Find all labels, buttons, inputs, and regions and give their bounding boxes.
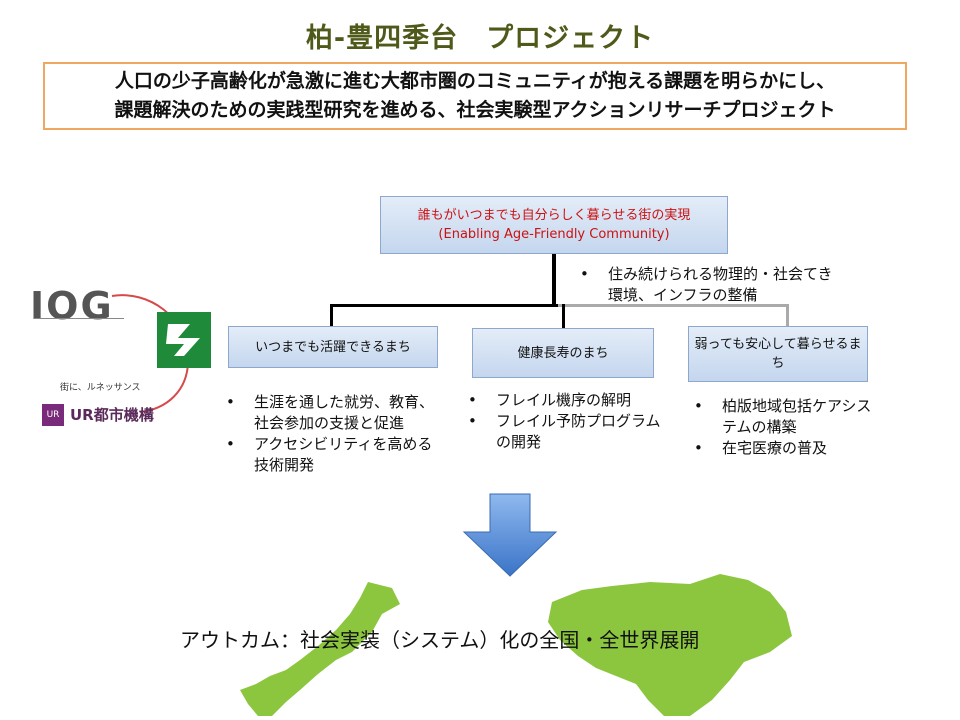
summary-line-2: 課題解決のための実践型研究を進める、社会実験型アクションリサーチプロジェクト	[114, 99, 836, 121]
kashiwa-mark-icon	[166, 324, 200, 356]
japan-map-shape	[240, 582, 400, 716]
connector-pillar-1	[330, 304, 333, 326]
pillar-3-items: 柏版地域包括ケアシステムの構築 在宅医療の普及	[688, 396, 878, 459]
pillar-box-healthy-longevity: 健康長寿のまち	[472, 328, 654, 378]
partner-caption: 街に、ルネッサンス	[60, 383, 141, 393]
summary-line-1: 人口の少子高齢化が急激に進む大都市圏のコミュニティが抱える課題を明らかにし、	[114, 70, 836, 92]
project-summary: 人口の少子高齢化が急激に進む大都市圏のコミュニティが抱える課題を明らかにし、 課…	[43, 62, 907, 130]
list-item: アクセシビリティを高める技術開発	[220, 434, 442, 476]
goal-text-en: (Enabling Age-Friendly Community)	[438, 227, 670, 242]
pillar-label: 弱っても安心して暮らせるまち	[694, 337, 862, 371]
list-item: 在宅医療の普及	[688, 438, 878, 459]
infrastructure-note-item: 住み続けられる物理的・社会てき環境、インフラの整備	[574, 264, 844, 306]
pillar-label: 健康長寿のまち	[517, 345, 609, 361]
list-item: 生涯を通した就労、教育、社会参加の支援と促進	[220, 392, 442, 434]
pillar-1-items: 生涯を通した就労、教育、社会参加の支援と促進 アクセシビリティを高める技術開発	[220, 392, 442, 476]
infrastructure-note: 住み続けられる物理的・社会てき環境、インフラの整備	[574, 264, 844, 306]
world-map-shape	[548, 574, 792, 716]
list-item: 柏版地域包括ケアシステムの構築	[688, 396, 878, 438]
iog-logo-caption-rule	[34, 318, 124, 325]
down-arrow-icon	[462, 493, 558, 577]
outcome-text: アウトカム：社会実装（システム）化の全国・全世界展開	[180, 628, 700, 652]
pillar-box-active-life: いつまでも活躍できるまち	[228, 326, 438, 368]
pillar-label: いつまでも活躍できるまち	[255, 339, 411, 355]
goal-box: 誰もがいつまでも自分らしく暮らせる街の実現 (Enabling Age-Frie…	[380, 196, 728, 254]
page-title: 柏-豊四季台 プロジェクト	[305, 23, 655, 54]
pillar-box-safe-living: 弱っても安心して暮らせるまち	[688, 326, 868, 382]
trunk-connector	[552, 254, 556, 306]
pillar-2-items: フレイル機序の解明 フレイル予防プログラムの開発	[462, 390, 672, 453]
goal-text-ja: 誰もがいつまでも自分らしく暮らせる街の実現	[417, 208, 691, 223]
iog-logo: IOG	[30, 284, 114, 328]
list-item: フレイル機序の解明	[462, 390, 672, 411]
connector-pillar-2	[562, 304, 565, 328]
connector-pillar-3	[786, 304, 789, 326]
list-item: フレイル予防プログラムの開発	[462, 411, 672, 453]
ur-logo-mark: UR	[42, 404, 64, 426]
ur-logo-text: UR都市機構	[70, 406, 154, 424]
